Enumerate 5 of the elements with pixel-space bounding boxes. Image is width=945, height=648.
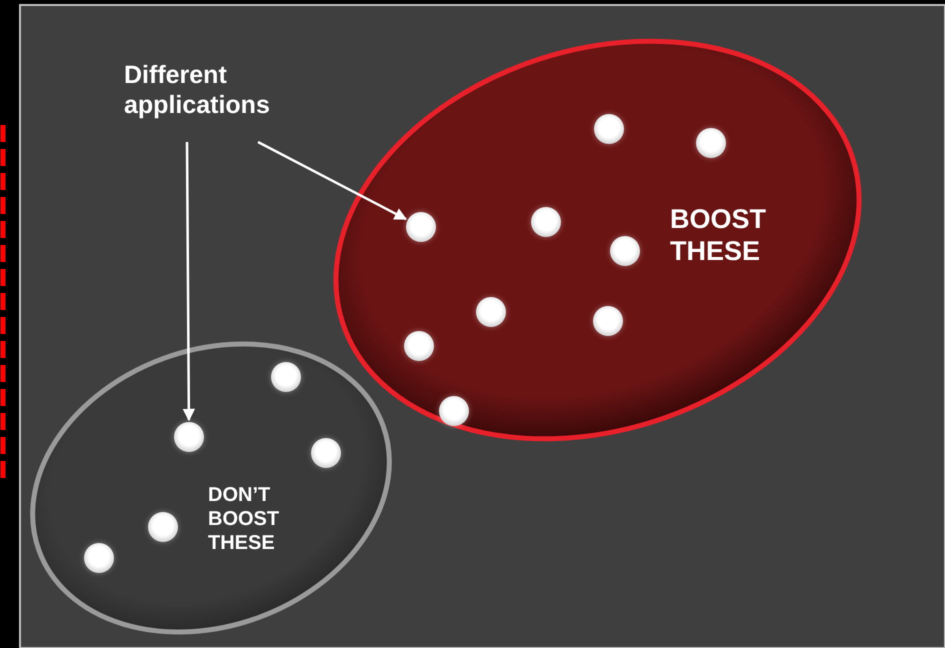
group-label: DON’T BOOST THESE (208, 483, 280, 555)
group-label: BOOST THESE (670, 203, 768, 268)
arrow (257, 140, 407, 220)
arrow (182, 142, 196, 422)
callout-text: Different applications (124, 60, 271, 120)
